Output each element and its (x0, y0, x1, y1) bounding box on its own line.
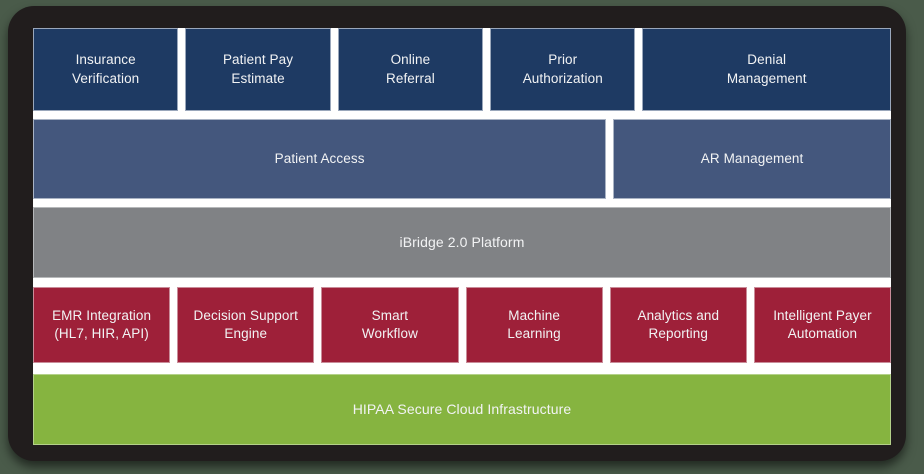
row-infrastructure-layer: HIPAA Secure Cloud Infrastructure (33, 374, 891, 445)
capability-layer-box[interactable]: Analytics and Reporting (609, 287, 747, 363)
capability-layer-box[interactable]: Intelligent Payer Automation (753, 287, 892, 363)
infrastructure-layer-box[interactable]: HIPAA Secure Cloud Infrastructure (33, 374, 891, 445)
front-end-services-box[interactable]: Prior Authorization (490, 28, 636, 111)
front-end-services-box[interactable]: Insurance Verification (33, 28, 179, 111)
capability-layer-box[interactable]: Smart Workflow (321, 287, 459, 363)
front-end-services-box[interactable]: Denial Management (642, 28, 892, 111)
row-capability-layer: EMR Integration (HL7, HIR, API)Decision … (33, 287, 892, 363)
capability-layer-box[interactable]: EMR Integration (HL7, HIR, API) (33, 287, 171, 363)
functional-domains-box[interactable]: AR Management (613, 119, 891, 199)
row-platform-layer: iBridge 2.0 Platform (33, 207, 891, 278)
capability-layer-box[interactable]: Decision Support Engine (177, 287, 315, 363)
capability-layer-box[interactable]: Machine Learning (465, 287, 603, 363)
functional-domains-box[interactable]: Patient Access (33, 119, 607, 199)
front-end-services-box[interactable]: Online Referral (337, 28, 484, 111)
platform-layer-box[interactable]: iBridge 2.0 Platform (33, 207, 891, 278)
front-end-services-box[interactable]: Patient Pay Estimate (185, 28, 331, 111)
